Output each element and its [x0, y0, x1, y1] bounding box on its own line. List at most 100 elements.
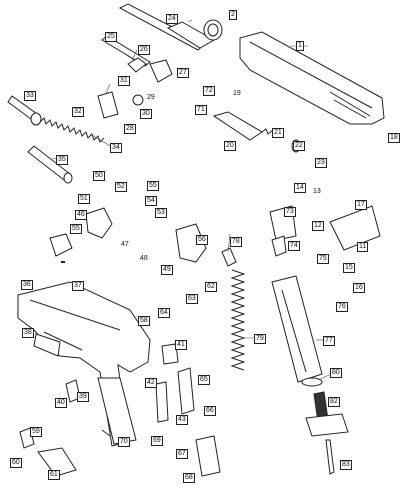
- label-40: 40: [55, 398, 67, 408]
- label-62: 62: [205, 282, 217, 292]
- label-26: 26: [138, 45, 150, 55]
- label-32: 32: [72, 107, 84, 117]
- label-71: 71: [195, 105, 207, 115]
- label-75: 75: [317, 254, 329, 264]
- label-73: 73: [284, 207, 296, 217]
- label-60: 60: [10, 458, 22, 468]
- label-47: 47: [121, 241, 129, 248]
- label-61: 61: [48, 470, 60, 480]
- hammer: [85, 207, 113, 239]
- recoil-spring: [39, 117, 105, 143]
- label-1: 1: [296, 41, 304, 51]
- label-52: 52: [115, 182, 127, 192]
- firing-pin: [212, 111, 263, 141]
- label-55-top: 55: [147, 181, 159, 191]
- part-61: [37, 447, 77, 477]
- recoil-plug: [127, 57, 147, 73]
- pin-70: [101, 429, 111, 437]
- label-11: 11: [357, 242, 369, 252]
- label-41: 41: [175, 340, 187, 350]
- label-79: 79: [254, 334, 266, 344]
- label-83: 83: [340, 460, 352, 470]
- label-25: 25: [105, 32, 117, 42]
- label-42: 42: [145, 378, 157, 388]
- label-59: 59: [30, 427, 42, 437]
- part-68: [195, 435, 221, 477]
- label-63: 63: [186, 294, 198, 304]
- label-68: 68: [183, 473, 195, 483]
- grip-safety: [175, 223, 207, 263]
- magazine: [271, 275, 323, 383]
- label-19: 19: [233, 90, 241, 97]
- label-70: 70: [118, 437, 130, 447]
- label-22: 22: [293, 141, 305, 151]
- label-13: 13: [313, 188, 321, 195]
- label-64: 64: [158, 308, 170, 318]
- label-54: 54: [145, 196, 157, 206]
- barrel-bushing: [203, 19, 223, 41]
- guide-rod-33: [7, 95, 42, 126]
- label-77: 77: [323, 336, 335, 346]
- label-20: 20: [224, 141, 236, 151]
- label-16: 16: [353, 283, 365, 293]
- label-78: 78: [230, 237, 242, 247]
- label-69: 69: [151, 436, 163, 446]
- label-56: 56: [196, 235, 208, 245]
- label-58: 58: [138, 316, 150, 326]
- magazine-spring: [230, 269, 246, 371]
- part-28: [97, 91, 119, 119]
- label-48: 48: [140, 255, 148, 262]
- label-39: 39: [77, 392, 89, 402]
- label-80: 80: [330, 368, 342, 378]
- label-51: 51: [78, 194, 90, 204]
- label-14: 14: [294, 183, 306, 193]
- label-28: 28: [124, 124, 136, 134]
- label-18: 18: [388, 133, 400, 143]
- label-37: 37: [72, 281, 84, 291]
- label-27: 27: [177, 68, 189, 78]
- floorplate-ring: [301, 377, 323, 387]
- mainspring-housing: [305, 391, 349, 437]
- label-24: 24: [166, 14, 178, 24]
- part-45: [49, 233, 73, 257]
- label-21: 21: [272, 128, 284, 138]
- label-49: 49: [161, 265, 173, 275]
- label-74: 74: [288, 241, 300, 251]
- label-35: 35: [56, 155, 68, 165]
- label-30: 30: [140, 109, 152, 119]
- label-72: 72: [203, 86, 215, 96]
- label-67: 67: [176, 449, 188, 459]
- label-50: 50: [93, 171, 105, 181]
- label-82: 82: [328, 397, 340, 407]
- slide-stop: [149, 59, 173, 83]
- part-30: [132, 94, 144, 106]
- label-76: 76: [336, 302, 348, 312]
- label-38: 38: [22, 328, 34, 338]
- label-17: 17: [355, 200, 367, 210]
- label-29: 29: [147, 94, 155, 101]
- label-65: 65: [198, 375, 210, 385]
- label-34: 34: [110, 143, 122, 153]
- part-43: [177, 367, 195, 415]
- sear: [161, 343, 179, 365]
- label-55: 55: [70, 224, 82, 234]
- label-36: 36: [21, 280, 33, 290]
- label-2: 2: [229, 10, 237, 20]
- firing-pin-stop: [329, 205, 381, 251]
- part-69: [155, 381, 169, 423]
- label-23: 23: [315, 158, 327, 168]
- label-15: 15: [343, 263, 355, 273]
- label-66: 66: [204, 406, 216, 416]
- barrel: [118, 3, 216, 51]
- frame: [17, 281, 151, 447]
- label-31: 31: [118, 76, 130, 86]
- label-12: 12: [312, 221, 324, 231]
- label-53: 53: [155, 208, 167, 218]
- follower: [221, 247, 237, 267]
- rod-35: [27, 145, 73, 184]
- label-33: 33: [24, 91, 36, 101]
- housing-pin: [325, 439, 335, 475]
- slide: [239, 31, 385, 125]
